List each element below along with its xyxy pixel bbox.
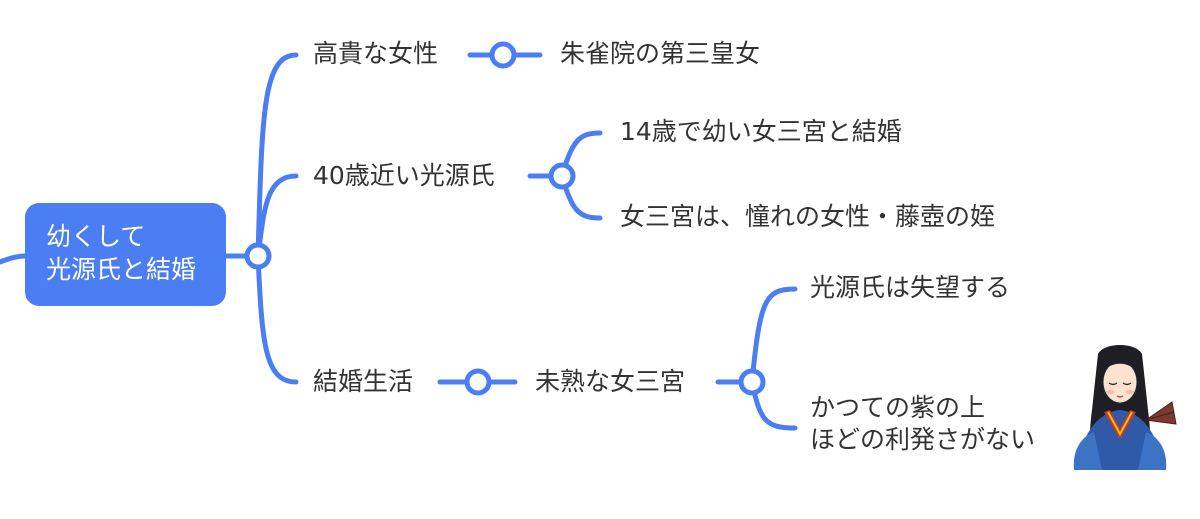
topic-noble-woman[interactable]: 高貴な女性 <box>313 39 439 68</box>
root-hub-node <box>244 242 272 270</box>
marriage-link-node <box>464 368 492 396</box>
topic-marriage-at-14[interactable]: 14歳で幼い女三宮と結婚 <box>620 117 902 146</box>
topic-genji-40[interactable]: 40歳近い光源氏 <box>313 161 495 190</box>
topic-fujitsubo-niece[interactable]: 女三宮は、憧れの女性・藤壺の姪 <box>620 202 996 231</box>
branch-line-noble <box>255 52 299 259</box>
root-incoming-line <box>0 253 28 265</box>
marriage-hub-node <box>738 368 766 396</box>
topic-genji-disappointed[interactable]: 光源氏は失望する <box>810 273 1011 302</box>
noble-link-node <box>489 41 517 69</box>
root-topic[interactable]: 幼くして 光源氏と結婚 <box>25 203 226 306</box>
branch-line-marriage <box>255 253 299 385</box>
branch-line-genji40 <box>255 173 299 259</box>
topic-not-as-clever-line2: ほどの利発さがない <box>810 425 1036 454</box>
root-topic-line1: 幼くして <box>46 222 146 251</box>
topic-not-as-clever-line1: かつての紫の上 <box>810 393 986 422</box>
topic-married-life[interactable]: 結婚生活 <box>313 367 414 396</box>
root-topic-line2: 光源氏と結婚 <box>46 255 197 284</box>
heian-princess-illustration <box>1073 345 1177 470</box>
topic-third-princess[interactable]: 朱雀院の第三皇女 <box>560 39 761 68</box>
topic-not-as-clever[interactable]: かつての紫の上 ほどの利発さがない <box>810 392 1035 456</box>
genji40-hub-node <box>548 162 576 190</box>
topic-immature-onnasannomiya[interactable]: 未熟な女三宮 <box>535 367 686 396</box>
marriage-sub1-line <box>749 286 798 385</box>
